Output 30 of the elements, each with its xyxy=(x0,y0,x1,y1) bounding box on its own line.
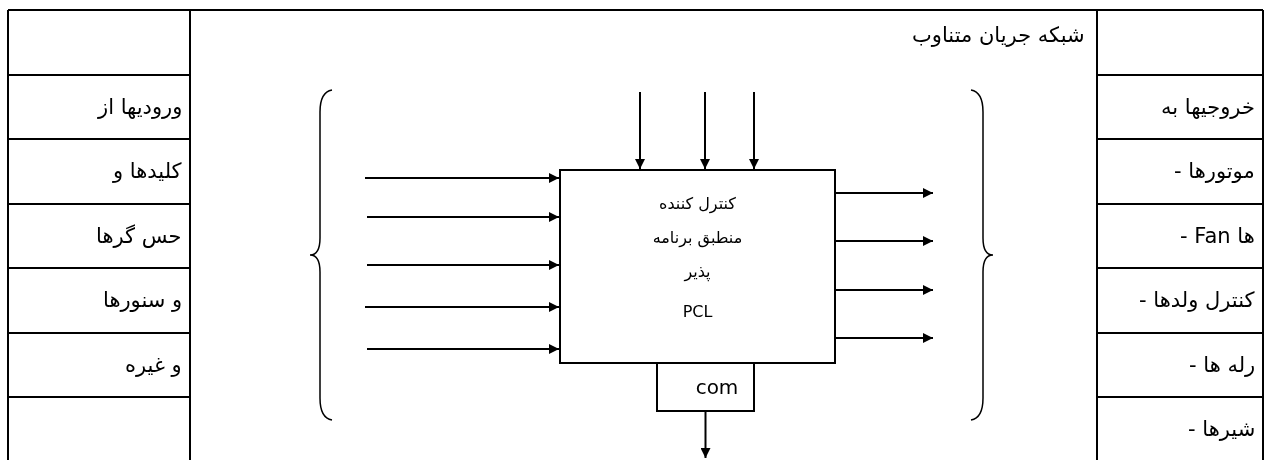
box-text: com xyxy=(694,374,740,400)
input-list-text: کلیدها و xyxy=(113,159,182,183)
input-list-text: و سنورها xyxy=(103,288,183,312)
arrow xyxy=(366,212,560,222)
arrow xyxy=(835,333,934,343)
arrow xyxy=(749,91,759,170)
output-list-text: - کنترل ولدها xyxy=(1139,288,1255,312)
input-list-text: و غیره xyxy=(125,353,182,377)
box-text: کنترل کننده منطبق برنامه پذیر xyxy=(651,193,744,284)
arrow xyxy=(700,411,711,459)
arrow xyxy=(366,260,560,270)
box-text: PCL xyxy=(681,301,714,323)
arrow xyxy=(364,302,560,312)
output-list-text: - موتورها xyxy=(1174,159,1255,183)
output-list-text: خروجیها به xyxy=(1161,95,1255,119)
arrow xyxy=(835,285,934,295)
arrow xyxy=(700,91,710,170)
output-list-text: - شیرها xyxy=(1188,417,1256,441)
arrow xyxy=(364,173,560,183)
arrow xyxy=(835,188,934,198)
arrow xyxy=(635,91,645,170)
output-list-text: - رله ها xyxy=(1189,353,1256,377)
controller-box xyxy=(559,169,836,364)
arrow xyxy=(366,344,560,354)
output-list-text: - Fan ها xyxy=(1180,224,1255,248)
communication-port-box xyxy=(656,362,755,412)
input-list-text: حس گرها xyxy=(96,224,182,248)
heading-text: شبکه جریان متناوب xyxy=(912,23,1085,47)
arrow xyxy=(835,236,934,246)
input-list-text: ورودیها از xyxy=(98,95,183,119)
